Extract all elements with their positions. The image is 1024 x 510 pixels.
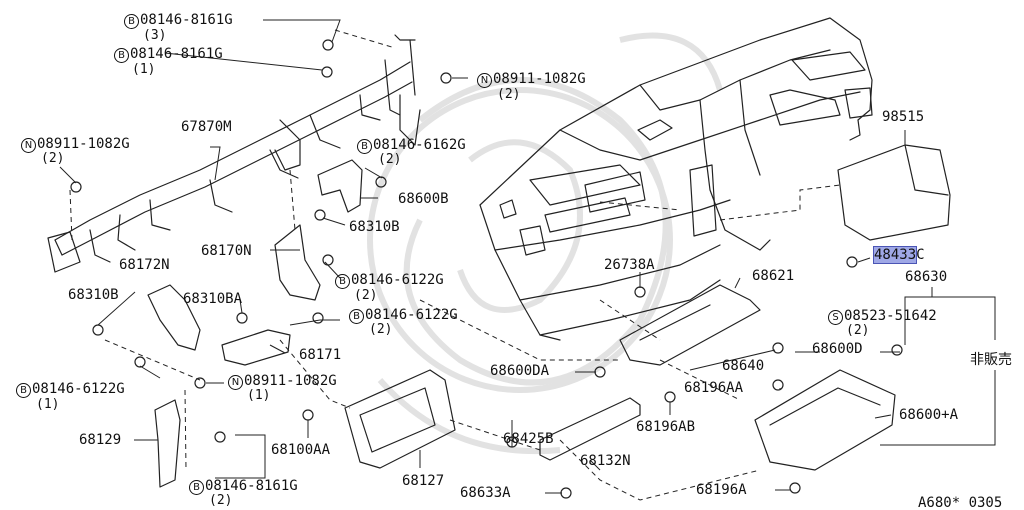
cover-68621: [619, 284, 761, 366]
label-68196aa: 68196AA: [684, 380, 744, 396]
label-68127: 68127: [402, 473, 445, 489]
label-68600da: 68600DA: [490, 363, 550, 379]
qty-08146-8161g-low: (2): [209, 493, 233, 508]
label-68310b-right: 68310B: [349, 219, 400, 235]
bracket-68600b: [317, 159, 363, 213]
airbag-module-98515: [837, 144, 951, 241]
label-67870m: 67870M: [181, 119, 232, 135]
label-68129: 68129: [79, 432, 122, 448]
diagram-reference-code: A680* 0305: [918, 495, 1003, 510]
label-not-for-sale: 非販売: [970, 352, 1012, 368]
label-68100aa: 68100AA: [271, 442, 331, 458]
qty-08911-1082g-left: (2): [41, 151, 65, 166]
label-68170n: 68170N: [201, 243, 252, 259]
label-68172n: 68172N: [119, 257, 170, 273]
bracket-68132n: [539, 397, 641, 461]
bracket-68172n: [147, 284, 201, 351]
label-68196a: 68196A: [696, 482, 747, 498]
qty-08146-6162g: (2): [378, 152, 402, 167]
label-68425b: 68425B: [503, 431, 554, 447]
label-68600d: 68600D: [812, 341, 863, 357]
qty-08523-51642: (2): [846, 323, 870, 338]
qty-08146-8161g-mid: (1): [132, 62, 156, 77]
label-68196ab: 68196AB: [636, 419, 696, 435]
fasteners: [70, 39, 903, 499]
label-68630: 68630: [905, 269, 948, 285]
qty-08146-6122g-b: (2): [369, 322, 393, 337]
qty-08911-1082g-low: (1): [247, 388, 271, 403]
watermark-emblem: [367, 32, 723, 455]
qty-08146-6122g-c: (1): [36, 397, 60, 412]
label-68640: 68640: [722, 358, 765, 374]
steering-member-67870m: [47, 34, 421, 273]
label-68621: 68621: [752, 268, 795, 284]
qty-08146-8161g-top: (3): [143, 28, 167, 43]
dashboard-panel: [479, 17, 873, 341]
label-26738a: 26738A: [604, 257, 655, 273]
bracket-68170n: [274, 224, 321, 301]
leader-lines: [59, 19, 996, 494]
label-68132n: 68132N: [580, 453, 631, 469]
label-68600b: 68600B: [398, 191, 449, 207]
label-68310ba: 68310BA: [183, 291, 243, 307]
bracket-68129: [154, 399, 181, 488]
label-68600a: 68600+A: [899, 407, 959, 423]
bracket-68171: [221, 329, 291, 366]
highlighted-part-number: 48433: [872, 246, 918, 264]
qty-08146-6122g-a: (2): [354, 288, 378, 303]
qty-08911-1082g-top: (2): [497, 87, 521, 102]
label-68171: 68171: [299, 347, 342, 363]
glove-box-68600a: [754, 369, 896, 471]
label-48433c: 48433C: [872, 246, 925, 264]
dashed-lines: [69, 29, 841, 501]
label-68633a: 68633A: [460, 485, 511, 501]
label-68310b-left: 68310B: [68, 287, 119, 303]
frame-68127: [344, 369, 456, 469]
label-98515: 98515: [882, 109, 925, 125]
